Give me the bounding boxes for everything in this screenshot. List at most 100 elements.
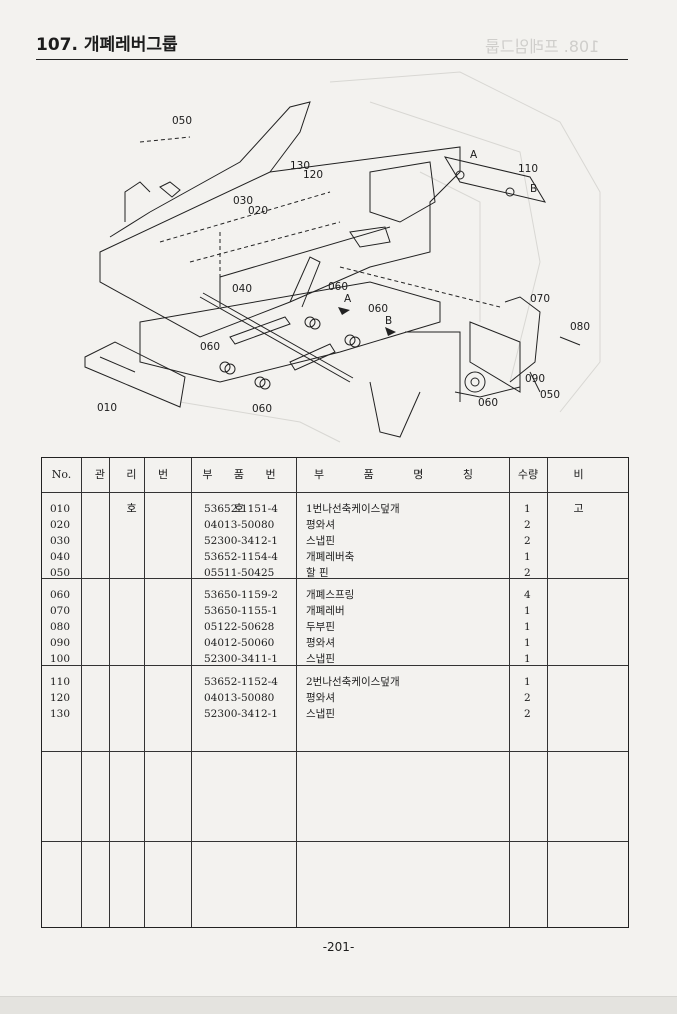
header-divider xyxy=(42,492,628,493)
row-qty: 1 xyxy=(524,551,531,563)
callout-label: 060 xyxy=(252,403,272,415)
row-part-name: 개폐레버축 xyxy=(306,551,355,563)
row-part-no: 04013-50080 xyxy=(204,519,275,531)
col-divider xyxy=(296,458,297,927)
page-title: 107. 개폐레버그룹 xyxy=(36,35,178,55)
col-divider xyxy=(109,458,110,927)
callout-label: 050 xyxy=(172,115,192,127)
callout-label: 020 xyxy=(248,205,268,217)
scan-edge xyxy=(0,996,677,1014)
row-part-name: 평와셔 xyxy=(306,637,335,649)
callout-label: 060 xyxy=(328,281,348,293)
row-no: 090 xyxy=(50,637,71,649)
callout-label: 060 xyxy=(200,341,220,353)
row-no: 030 xyxy=(50,535,71,547)
row-part-no: 05122-50628 xyxy=(204,621,275,633)
callout-label: 050 xyxy=(540,389,560,401)
row-qty: 1 xyxy=(524,621,531,633)
row-qty: 2 xyxy=(524,535,531,547)
row-qty: 2 xyxy=(524,692,531,704)
row-part-name: 1번나선축케이스덮개 xyxy=(306,503,400,515)
row-part-no: 52300-3412-1 xyxy=(204,535,278,547)
row-no: 080 xyxy=(50,621,71,633)
row-part-name: 스냅핀 xyxy=(306,653,335,665)
row-part-name: 두부핀 xyxy=(306,621,335,633)
group-divider xyxy=(42,578,628,579)
bleed-through-title: 108. 프레임그룹 xyxy=(485,37,600,56)
callout-label: 040 xyxy=(232,283,252,295)
bleed-through-lines xyxy=(179,71,601,443)
callout-label: A xyxy=(344,293,352,305)
row-part-no: 53650-1159-2 xyxy=(204,589,278,601)
callout-label: B xyxy=(530,183,537,195)
row-part-no: 52300-3412-1 xyxy=(204,708,278,720)
row-no: 110 xyxy=(50,676,71,688)
row-part-name: 스냅핀 xyxy=(306,535,335,547)
row-no: 020 xyxy=(50,519,71,531)
col-divider xyxy=(191,458,192,927)
row-qty: 4 xyxy=(524,589,531,601)
row-part-no: 53652-1152-4 xyxy=(204,676,278,688)
row-part-no: 52300-3411-1 xyxy=(204,653,278,665)
diagram-drawing xyxy=(84,101,581,438)
row-part-name: 스냅핀 xyxy=(306,708,335,720)
row-no: 120 xyxy=(50,692,71,704)
row-part-no: 04012-50060 xyxy=(204,637,275,649)
col-divider xyxy=(547,458,548,927)
row-part-name: 평와셔 xyxy=(306,519,335,531)
row-part-name: 개폐레버 xyxy=(306,605,345,617)
header-mgmt: 관 리 번 호 xyxy=(94,468,178,515)
row-qty: 1 xyxy=(524,653,531,665)
row-part-name: 개폐스프링 xyxy=(306,589,355,601)
row-part-name: 할 핀 xyxy=(306,567,329,579)
row-qty: 1 xyxy=(524,676,531,688)
group-divider xyxy=(42,841,628,842)
row-no: 040 xyxy=(50,551,71,563)
group-divider xyxy=(42,751,628,752)
row-part-name: 평와셔 xyxy=(306,692,335,704)
spring-icons xyxy=(219,316,361,390)
callout-label: 090 xyxy=(525,373,545,385)
row-part-no: 04013-50080 xyxy=(204,692,275,704)
header-rule xyxy=(36,59,628,60)
callout-label: 030 xyxy=(233,195,253,207)
callout-label: 060 xyxy=(368,303,388,315)
row-part-no: 05511-50425 xyxy=(204,567,275,579)
row-qty: 1 xyxy=(524,503,531,515)
parts-table: No. 관 리 번 호 부 품 번 호 부 품 명 칭 수량 비 고 010 53… xyxy=(41,457,629,928)
row-part-no: 53652-1154-4 xyxy=(204,551,278,563)
group-divider xyxy=(42,665,628,666)
row-qty: 1 xyxy=(524,637,531,649)
callout-label: 070 xyxy=(530,293,550,305)
row-part-no: 53650-1155-1 xyxy=(204,605,278,617)
row-no: 130 xyxy=(50,708,71,720)
row-qty: 1 xyxy=(524,605,531,617)
callout-label: 130 xyxy=(290,160,310,172)
header-qty: 수량 xyxy=(517,468,539,481)
row-no: 060 xyxy=(50,589,71,601)
header-remark: 비 고 xyxy=(573,468,604,515)
row-no: 070 xyxy=(50,605,71,617)
row-qty: 2 xyxy=(524,708,531,720)
col-divider xyxy=(81,458,82,927)
header-no: No. xyxy=(51,468,72,481)
row-no: 010 xyxy=(50,503,71,515)
diagram-arrows xyxy=(338,307,396,336)
callout-label: B xyxy=(385,315,392,327)
header-part-name: 부 품 명 칭 xyxy=(314,468,491,481)
col-divider xyxy=(509,458,510,927)
header-part-no: 부 품 번 호 xyxy=(202,468,285,515)
callout-label: 010 xyxy=(97,402,117,414)
row-no: 050 xyxy=(50,567,71,579)
row-qty: 2 xyxy=(524,567,531,579)
row-part-no: 53652-1151-4 xyxy=(204,503,278,515)
page-number: -201- xyxy=(322,940,355,954)
callout-label: 120 xyxy=(303,169,323,181)
callout-label: 060 xyxy=(478,397,498,409)
row-part-name: 2번나선축케이스덮개 xyxy=(306,676,400,688)
callout-label: 110 xyxy=(518,163,538,175)
row-qty: 2 xyxy=(524,519,531,531)
callout-label: A xyxy=(470,149,478,161)
